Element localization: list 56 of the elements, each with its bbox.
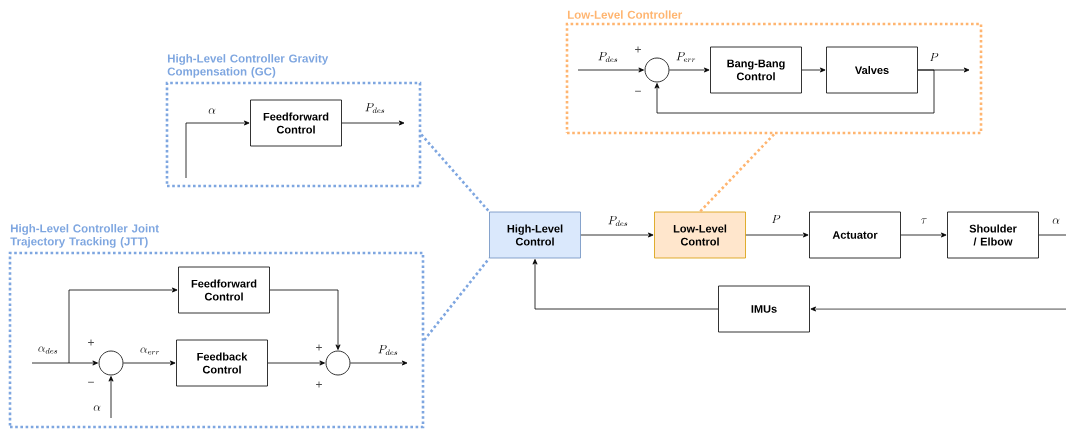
arrow bbox=[580, 232, 654, 238]
arrow bbox=[31, 360, 98, 366]
block-box: Shoulder / Elbow bbox=[947, 211, 1039, 259]
arrow bbox=[68, 287, 178, 364]
block-box: Feedback Control bbox=[176, 339, 268, 387]
frame-heading: Low-Level Controller bbox=[567, 10, 683, 19]
dotted-connector bbox=[423, 257, 491, 341]
summing-junction bbox=[644, 57, 670, 83]
arrow bbox=[532, 259, 719, 310]
signal-label: $P$ bbox=[770, 213, 782, 225]
signal-label: $\tau$ bbox=[919, 217, 929, 225]
arrow bbox=[350, 360, 408, 366]
signal-label: $\alpha$ bbox=[92, 404, 102, 412]
signal-label: $\alpha_{err}$ bbox=[138, 346, 162, 356]
sign-label: + bbox=[316, 381, 322, 388]
arrow bbox=[577, 67, 644, 73]
block-box: Bang-Bang Control bbox=[710, 46, 802, 94]
summing-junction bbox=[325, 350, 351, 376]
block-box: Low-Level Control bbox=[654, 211, 746, 259]
signal-label: $P_{des}$ bbox=[596, 51, 620, 63]
signal-label: $P_{des}$ bbox=[376, 344, 400, 356]
block-box: Valves bbox=[826, 46, 918, 94]
block-box: Feedforward Control bbox=[250, 99, 342, 147]
arrow bbox=[341, 120, 405, 126]
sign-label: − bbox=[88, 381, 94, 383]
sign-label: + bbox=[88, 339, 94, 346]
signal-label: $\alpha$ bbox=[207, 107, 217, 115]
frame-heading: High-Level Controller Joint Trajectory Tracking (JTT) bbox=[10, 224, 159, 248]
signal-label: $P$ bbox=[928, 51, 940, 63]
summing-junction bbox=[98, 350, 124, 376]
arrow bbox=[269, 289, 341, 350]
signal-label: $\alpha_{des}$ bbox=[36, 345, 60, 355]
arrow bbox=[654, 69, 935, 114]
dotted-connector bbox=[699, 133, 775, 213]
block-box: High-Level Control bbox=[489, 211, 581, 259]
signal-label: $\alpha$ bbox=[1051, 217, 1061, 225]
signal-label: $P_{des}$ bbox=[363, 102, 387, 114]
arrow bbox=[669, 67, 710, 73]
arrow bbox=[185, 120, 250, 179]
arrow bbox=[801, 67, 826, 73]
arrow bbox=[123, 360, 176, 366]
block-box: IMUs bbox=[718, 285, 810, 333]
block-box: Feedforward Control bbox=[178, 266, 270, 314]
arrow bbox=[267, 360, 325, 366]
sign-label: + bbox=[316, 344, 322, 351]
signal-label: $P_{err}$ bbox=[674, 51, 698, 63]
arrow bbox=[900, 232, 947, 238]
frame-heading: High-Level Controller Gravity Compensation (GC) bbox=[167, 54, 329, 78]
signal-label: $P_{des}$ bbox=[606, 215, 630, 227]
arrow bbox=[108, 376, 114, 419]
dotted-connector bbox=[420, 133, 491, 213]
arrow bbox=[810, 306, 1066, 312]
sign-label: − bbox=[635, 90, 641, 92]
sign-label: + bbox=[635, 46, 641, 53]
arrow bbox=[745, 232, 809, 238]
block-box: Actuator bbox=[809, 211, 901, 259]
